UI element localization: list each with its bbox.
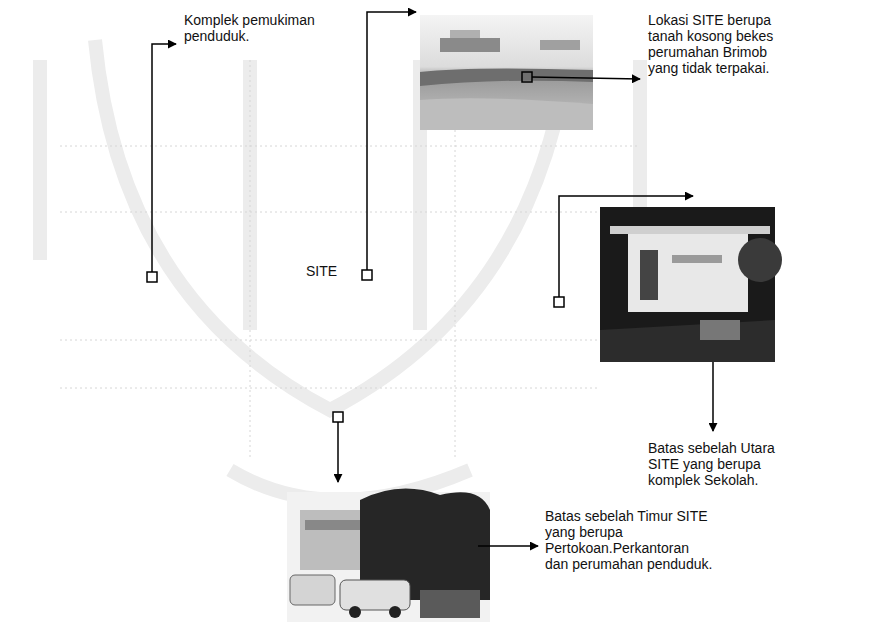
school-photo bbox=[600, 207, 782, 362]
north-boundary-label: Batas sebelah Utara SITE yang berupa kom… bbox=[648, 440, 798, 488]
settlement-label: Komplek pemukiman penduduk. bbox=[184, 12, 324, 44]
watermark-logo bbox=[40, 40, 640, 500]
site-location-label: Lokasi SITE berupa tanah kosong bekes pe… bbox=[648, 12, 793, 76]
site-label: SITE bbox=[306, 263, 356, 279]
leader-lines bbox=[147, 12, 713, 546]
shops-photo bbox=[287, 489, 490, 622]
site-photo bbox=[420, 15, 593, 130]
map-grid bbox=[60, 60, 640, 460]
east-boundary-label: Batas sebelah Timur SITE yang berupa Per… bbox=[545, 508, 715, 572]
